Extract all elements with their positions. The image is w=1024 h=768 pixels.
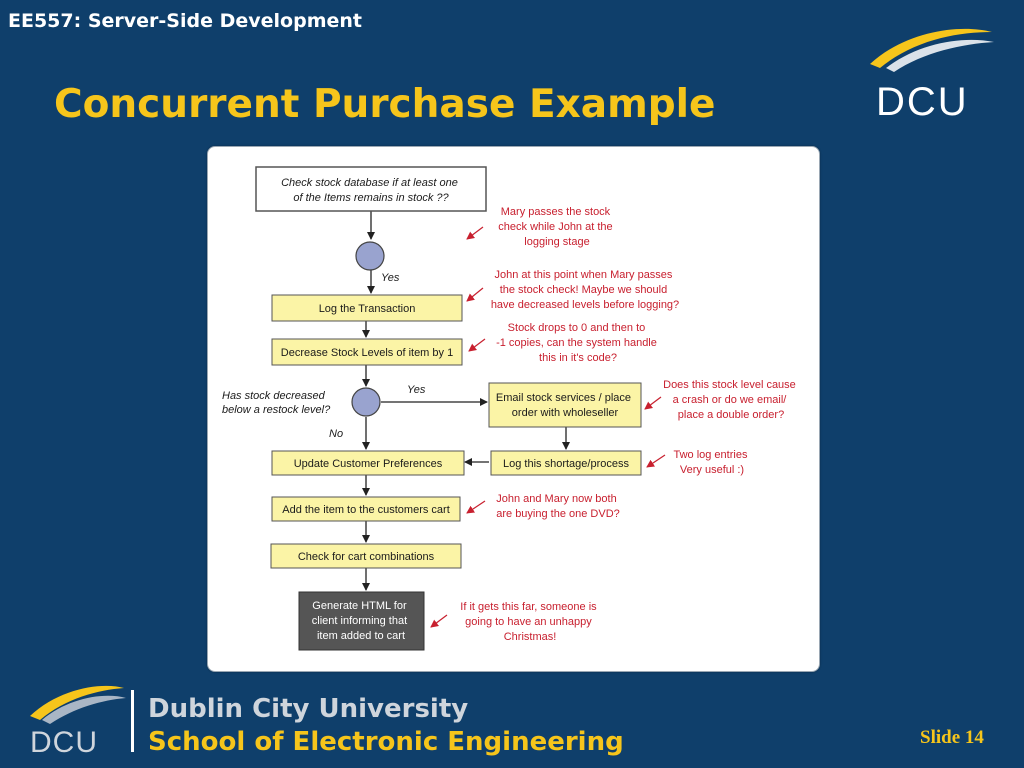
school-name: School of Electronic Engineering xyxy=(148,727,624,757)
footer-dcu-logo: DCU xyxy=(30,685,126,759)
node-update-prefs xyxy=(271,450,465,476)
node-generate-html xyxy=(298,591,425,651)
node-log-shortage xyxy=(490,450,642,476)
decision-restock-level xyxy=(351,387,381,417)
note-arrow-crash xyxy=(644,396,662,410)
note-mary: Mary passes the stock check while John a… xyxy=(498,206,615,248)
footer-logo-text: DCU xyxy=(30,726,98,759)
node-decrease-stock-label: Decrease Stock Levels of item by 1 xyxy=(281,347,453,359)
node-generate-html-label: Generate HTML for client informing that … xyxy=(312,600,410,642)
node-email-stock-label: Email stock services / place order with … xyxy=(496,392,634,419)
node-log-transaction xyxy=(271,294,463,322)
note-arrow-drops xyxy=(468,338,486,352)
node-check-stock-label: Check stock database if at least one of … xyxy=(281,177,461,204)
label-yes-1: Yes xyxy=(381,272,400,284)
note-arrow-christmas xyxy=(430,614,448,628)
note-arrow-dvd xyxy=(466,500,486,514)
dcu-logo: DCU xyxy=(870,28,994,122)
note-crash: Does this stock level cause a crash or d… xyxy=(663,379,799,421)
logo-text: DCU xyxy=(876,80,969,122)
note-arrow-john xyxy=(466,287,484,302)
note-two-logs: Two log entries Very useful :) xyxy=(673,449,750,476)
node-check-combos xyxy=(270,543,462,569)
logo-swoosh-icon xyxy=(886,39,994,72)
footer-logo-swoosh-icon xyxy=(30,685,124,720)
node-decrease-stock xyxy=(271,338,463,366)
note-dvd: John and Mary now both are buying the on… xyxy=(496,493,620,520)
node-add-cart xyxy=(271,496,461,522)
node-update-prefs-label: Update Customer Preferences xyxy=(294,458,443,470)
flowchart: Check stock database if at least one of … xyxy=(222,166,799,651)
slide-number: Slide 14 xyxy=(920,727,984,748)
node-email-stock xyxy=(488,382,642,428)
note-john: John at this point when Mary passes the … xyxy=(491,269,679,311)
note-christmas: If it gets this far, someone is going to… xyxy=(460,601,599,643)
node-check-stock xyxy=(255,166,487,212)
node-log-transaction-label: Log the Transaction xyxy=(319,303,416,315)
note-arrow-two-logs xyxy=(646,454,666,468)
university-name: Dublin City University xyxy=(148,694,469,724)
diagram-panel: Check stock database if at least one of … xyxy=(207,146,820,672)
footer-divider xyxy=(131,690,134,752)
decision-stock-available xyxy=(355,241,385,271)
label-yes-2: Yes xyxy=(407,384,426,396)
footer-logo-swoosh-icon xyxy=(42,695,126,724)
course-title: EE557: Server-Side Development xyxy=(8,10,362,32)
label-no: No xyxy=(329,428,343,440)
slide-title: Concurrent Purchase Example xyxy=(54,82,716,127)
label-restock-question: Has stock decreased below a restock leve… xyxy=(222,390,331,416)
node-check-combos-label: Check for cart combinations xyxy=(298,551,435,563)
note-drops: Stock drops to 0 and then to -1 copies, … xyxy=(496,322,660,364)
logo-swoosh-icon xyxy=(870,28,992,68)
node-log-shortage-label: Log this shortage/process xyxy=(503,458,629,470)
note-arrow-mary xyxy=(466,226,484,240)
node-add-cart-label: Add the item to the customers cart xyxy=(282,504,450,516)
